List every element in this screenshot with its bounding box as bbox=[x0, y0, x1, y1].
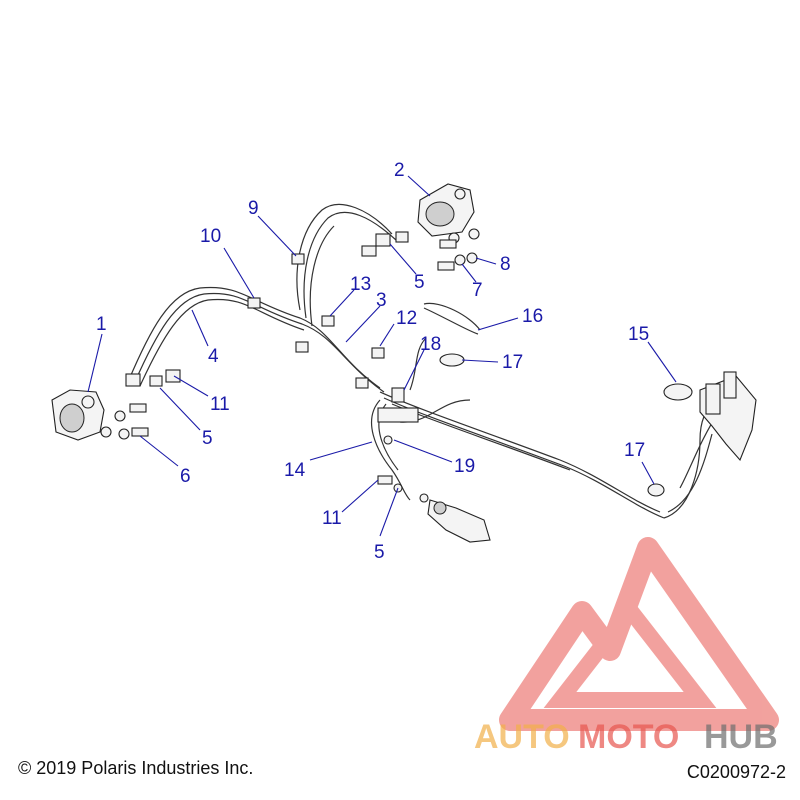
fittings bbox=[100, 228, 693, 503]
callout-7: 7 bbox=[472, 280, 483, 301]
callout-13: 13 bbox=[350, 274, 371, 295]
callout-10: 10 bbox=[200, 226, 221, 247]
callout-5-left: 5 bbox=[202, 428, 213, 449]
callout-5-top: 5 bbox=[414, 272, 425, 293]
callout-5-bottom: 5 bbox=[374, 542, 385, 563]
copyright-notice: © 2019 Polaris Industries Inc. bbox=[18, 758, 254, 778]
callout-8: 8 bbox=[500, 254, 511, 275]
watermark-logo bbox=[499, 537, 779, 731]
drawing-id: C0200972-2 bbox=[686, 762, 786, 782]
callout-3: 3 bbox=[376, 290, 387, 311]
callout-16: 16 bbox=[522, 306, 543, 327]
callout-12: 12 bbox=[396, 308, 417, 329]
brake-switch bbox=[427, 499, 491, 543]
callout-17-right: 17 bbox=[624, 440, 645, 461]
callout-17-top: 17 bbox=[502, 352, 523, 373]
watermark-hub: HUB bbox=[704, 718, 778, 756]
callout-2: 2 bbox=[394, 160, 405, 181]
caliper-top bbox=[417, 183, 475, 237]
callout-4: 4 bbox=[208, 346, 219, 367]
part-callouts: 1 2 3 4 5 5 5 6 7 8 9 10 11 11 12 13 14 … bbox=[96, 160, 649, 563]
callout-1: 1 bbox=[96, 314, 107, 335]
callout-18: 18 bbox=[420, 334, 441, 355]
callout-11-left: 11 bbox=[210, 394, 230, 415]
callout-6: 6 bbox=[180, 466, 191, 487]
callout-9: 9 bbox=[248, 198, 259, 219]
callout-19: 19 bbox=[454, 456, 475, 477]
leader-lines bbox=[87, 175, 677, 537]
callout-15: 15 bbox=[628, 324, 649, 345]
master-cylinder bbox=[699, 371, 757, 462]
callout-11-bottom: 11 bbox=[322, 508, 342, 529]
watermark-moto: MOTO bbox=[578, 718, 679, 756]
watermark-triangle-inner bbox=[543, 596, 717, 708]
callout-14: 14 bbox=[284, 460, 306, 481]
watermark-auto: AUTO bbox=[474, 718, 570, 756]
caliper-left bbox=[51, 389, 105, 441]
watermark-text: AUTO MOTO HUB bbox=[474, 718, 778, 756]
